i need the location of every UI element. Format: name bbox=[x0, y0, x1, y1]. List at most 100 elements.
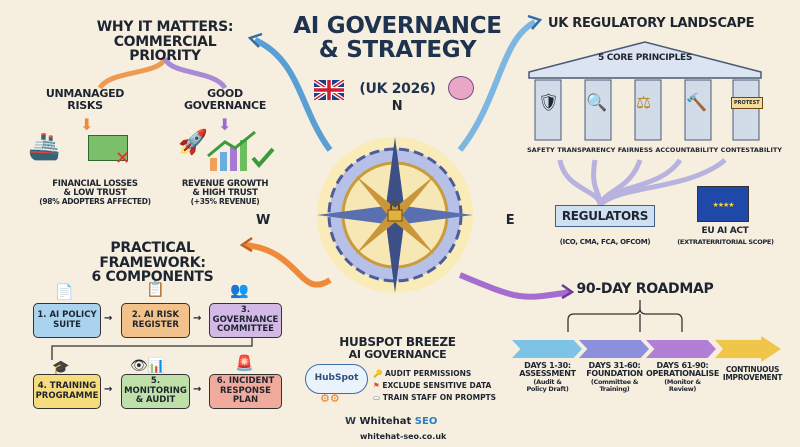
component-label: PROGRAMME bbox=[35, 390, 99, 401]
eu-scope-label: (EXTRATERRITORIAL SCOPE) bbox=[677, 238, 774, 246]
framework-heading-1: PRACTICAL FRAMEWORK: bbox=[99, 240, 206, 271]
compass-north: N bbox=[391, 99, 403, 114]
principle-fairness: FAIRNESS bbox=[617, 146, 653, 154]
page-title: AI GOVERNANCE & STRATEGY bbox=[285, 14, 510, 62]
phase-arrow-3 bbox=[646, 340, 716, 358]
phase-2: DAYS 31-60:FOUNDATION(Committee &Trainin… bbox=[572, 361, 657, 393]
hubspot-item: ▭ TRAIN STAFF ON PROMPTS bbox=[373, 392, 496, 404]
phase-detail: (Audit & bbox=[533, 377, 562, 386]
risk-caption-2: & LOW TRUST bbox=[63, 187, 127, 198]
component-label: 6. INCIDENT bbox=[216, 376, 275, 387]
people-icon: 👥 bbox=[230, 281, 249, 299]
why-heading: WHY IT MATTERS: COMMERCIAL PRIORITY bbox=[80, 20, 250, 64]
component-label: COMMITTEE bbox=[217, 324, 274, 335]
principle-transparency: TRANSPARENCY bbox=[557, 146, 616, 154]
compass-east: E bbox=[505, 213, 515, 228]
temple-graphic bbox=[528, 41, 762, 141]
clipboard-icon: 📋 bbox=[146, 280, 165, 298]
component-label: & AUDIT bbox=[135, 395, 176, 406]
regulators-banner: REGULATORS bbox=[555, 205, 655, 227]
arrow-right-icon: → bbox=[104, 384, 113, 395]
phase-detail: Training) bbox=[599, 384, 630, 393]
principle-contestability: CONTESTABILITY bbox=[720, 146, 782, 154]
hubspot-heading-1: HUBSPOT BREEZE bbox=[339, 335, 456, 349]
phase-name: FOUNDATION bbox=[586, 369, 643, 379]
eu-flag-icon: ★★★★ bbox=[697, 186, 749, 222]
phase-detail: (Monitor & bbox=[664, 377, 701, 386]
principle-safety: SAFETY bbox=[527, 146, 555, 154]
rocket-icon: 🚀 bbox=[178, 128, 208, 156]
uk-heading: UK REGULATORY LANDSCAPE bbox=[548, 16, 755, 31]
arrow-right-icon: → bbox=[104, 313, 113, 324]
hubspot-item: ⚑ EXCLUDE SENSITIVE DATA bbox=[373, 380, 496, 392]
framework-heading-2: 6 COMPONENTS bbox=[91, 269, 214, 286]
phase-detail: (Committee & bbox=[590, 377, 639, 386]
document-icon: 📄 bbox=[55, 283, 74, 301]
component-label: REGISTER bbox=[132, 319, 179, 330]
hubspot-logo: HubSpot bbox=[305, 364, 368, 394]
component-label: RESPONSE PLAN bbox=[220, 385, 271, 406]
brand-name-seo: SEO bbox=[414, 416, 438, 427]
down-arrow-icon: ⬇ bbox=[80, 115, 94, 134]
why-heading-line2: COMMERCIAL PRIORITY bbox=[113, 33, 217, 65]
phase-detail: Review) bbox=[668, 384, 697, 393]
phase-name: ASSESSMENT bbox=[519, 369, 576, 379]
key-icon: 🔑 bbox=[373, 369, 383, 378]
eye-chart-icon: 👁📊 bbox=[130, 358, 166, 374]
brand-url[interactable]: whitehat-seo.co.uk bbox=[360, 432, 447, 441]
scales-icon: ⚖ bbox=[636, 93, 652, 113]
title-line2: & STRATEGY bbox=[318, 37, 477, 64]
phase-days: DAYS 31-60: bbox=[588, 361, 641, 370]
compass-graphic bbox=[317, 137, 473, 293]
component-monitoring-audit: 5. MONITORING& AUDIT bbox=[121, 374, 190, 409]
phase-3: DAYS 61-90:OPERATIONALISE(Monitor &Revie… bbox=[640, 361, 725, 393]
component-label: 1. AI POLICY bbox=[37, 310, 97, 321]
growth-chart-icon bbox=[207, 130, 275, 171]
magnifier-icon: 🔍 bbox=[586, 93, 608, 113]
why-heading-line1: WHY IT MATTERS: bbox=[96, 19, 234, 35]
risk-caption-3: (98% ADOPTERS AFFECTED) bbox=[39, 196, 151, 206]
compass-west: W bbox=[255, 213, 271, 228]
arrow-right-icon: → bbox=[193, 313, 202, 324]
hubspot-items: 🔑 AUDIT PERMISSIONS ⚑ EXCLUDE SENSITIVE … bbox=[373, 368, 496, 404]
hubspot-item: 🔑 AUDIT PERMISSIONS bbox=[373, 368, 496, 380]
sinking-ship-icon: 🚢 bbox=[28, 132, 61, 162]
title-line1: AI GOVERNANCE bbox=[293, 13, 502, 39]
hubspot-heading-2: AI GOVERNANCE bbox=[348, 347, 447, 361]
gavel-icon: 🔨 bbox=[686, 93, 708, 113]
whitehat-logo: W Whitehat SEO bbox=[345, 416, 437, 427]
roadmap-heading: 90-DAY ROADMAP bbox=[576, 281, 714, 297]
pediment-label: 5 CORE PRINCIPLES bbox=[597, 53, 693, 63]
component-label: 3. GOVERNANCE bbox=[212, 305, 279, 325]
money-icon bbox=[88, 135, 128, 161]
hubspot-item-text: AUDIT PERMISSIONS bbox=[384, 369, 472, 378]
phase-name: CONTINUOUS bbox=[725, 365, 780, 374]
brand-name: Whitehat bbox=[359, 416, 412, 427]
alarm-light-icon: 🚨 bbox=[235, 354, 254, 372]
graduation-cap-icon: 🎓 bbox=[52, 360, 70, 376]
eu-ai-act-label: EU AI ACT bbox=[701, 226, 749, 236]
good-caption-2: & HIGH TRUST bbox=[192, 187, 258, 198]
shield-icon: 🛡 bbox=[538, 93, 560, 113]
title-subtitle: (UK 2026) bbox=[359, 81, 436, 97]
phase-days: DAYS 61-90: bbox=[656, 361, 709, 370]
component-label: SUITE bbox=[53, 319, 81, 330]
phase-1: DAYS 1-30:ASSESSMENT(Audit &Policy Draft… bbox=[505, 361, 590, 392]
phase-arrow-2 bbox=[579, 340, 649, 358]
phase-days: DAYS 1-30: bbox=[524, 361, 571, 370]
uk-flag-icon bbox=[314, 80, 344, 100]
screen-icon: ▭ bbox=[373, 393, 381, 402]
arrow-right-icon: → bbox=[193, 384, 202, 395]
flag-icon: ⚑ bbox=[373, 381, 380, 390]
phase-arrow-1 bbox=[512, 340, 582, 358]
brain-icon bbox=[448, 76, 474, 100]
protest-sign-icon: PROTEST bbox=[731, 97, 763, 109]
principle-accountability: ACCOUNTABILITY bbox=[655, 146, 719, 154]
